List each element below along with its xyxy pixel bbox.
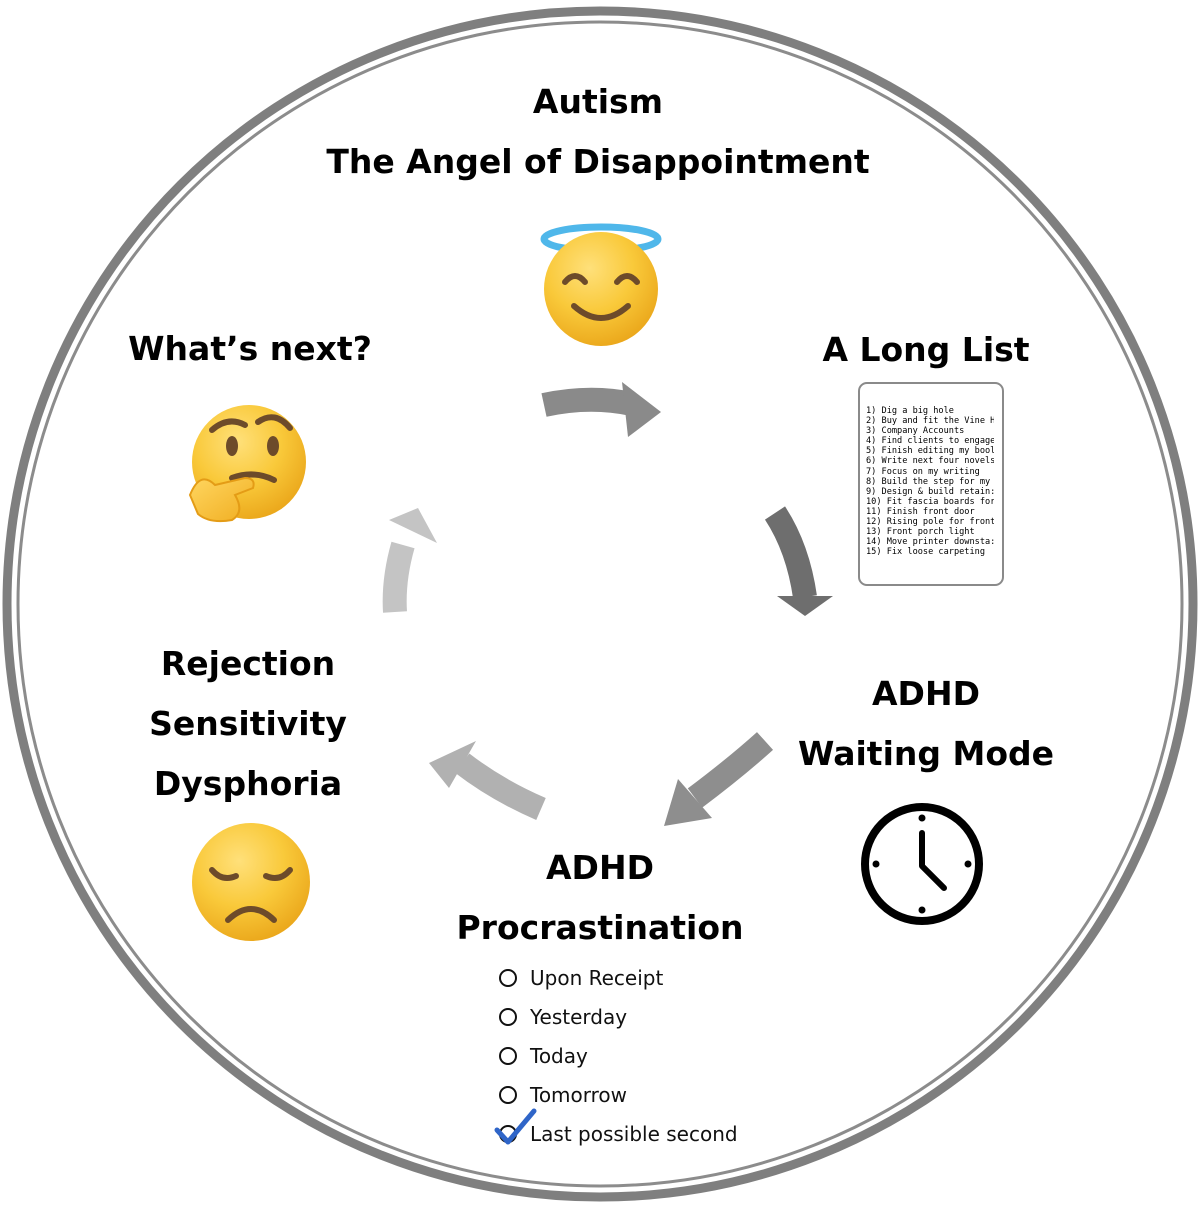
list-item: 11) Finish front door (866, 506, 975, 517)
procrastination-subtitle: Procrastination (456, 908, 744, 947)
list-item: 1) Dig a big hole (866, 406, 954, 416)
list-item: 13) Front porch light (866, 527, 975, 538)
list-item: 9) Design & build retain: (866, 486, 994, 497)
rsd-line2: Sensitivity (149, 704, 347, 743)
deadline-option[interactable]: Tomorrow (496, 1075, 796, 1114)
deadline-option[interactable]: Today (496, 1036, 796, 1075)
list-item: 14) Move printer downsta: (866, 537, 994, 548)
deadline-option-label: Tomorrow (530, 1082, 628, 1107)
cycle-arrow-bottom-right (664, 732, 774, 826)
rsd-line1: Rejection (160, 644, 336, 683)
whats-next-title: What’s next? (128, 329, 372, 368)
radio-button[interactable] (499, 968, 517, 987)
deadline-option-label: Yesterday (530, 1004, 628, 1029)
outer-ring (2, 6, 1198, 1202)
list-item: 2) Buy and fit the Vine H (866, 416, 994, 427)
inner-ring (16, 20, 1184, 1188)
deadline-option-label: Last possible second (530, 1121, 738, 1146)
autism-subtitle: The Angel of Disappointment (326, 142, 870, 181)
check-mark-icon (494, 1108, 537, 1145)
deadline-option-label: Today (530, 1043, 588, 1068)
waiting-title: ADHD (872, 674, 980, 713)
cycle-arrow-right (764, 506, 833, 616)
clock-icon (861, 803, 983, 925)
autism-title: Autism (532, 82, 664, 121)
list-item: 4) Find clients to engage (866, 436, 994, 447)
rsd-line3: Dysphoria (153, 764, 343, 803)
disappointed-face-icon (192, 823, 310, 941)
list-item: 7) Focus on my writing (866, 466, 980, 477)
list-item: 10) Fit fascia boards for (866, 496, 994, 507)
deadline-option-label: Upon Receipt (530, 965, 664, 990)
procrastination-title: ADHD (546, 848, 654, 887)
cycle-arrow-left (382, 508, 437, 613)
cycle-arrow-bottom-left (429, 741, 546, 821)
deadline-option[interactable]: Yesterday (496, 997, 796, 1036)
deadline-option[interactable]: Upon Receipt (496, 958, 796, 997)
deadline-option[interactable]: Last possible second (494, 1108, 796, 1153)
list-item: 15) Fix loose carpeting (866, 547, 985, 558)
list-item: 3) Company Accounts (866, 426, 965, 437)
list-item: 6) Write next four novels (866, 456, 994, 467)
list-item: 12) Rising pole for front (866, 517, 994, 528)
long-list-title: A Long List (822, 330, 1030, 369)
list-item: 8) Build the step for my (866, 476, 991, 487)
thinking-face-icon (188, 405, 306, 523)
cycle-arrow-top (541, 382, 661, 437)
radio-button[interactable] (499, 1085, 517, 1104)
smiling-face-with-halo-icon (540, 223, 662, 346)
radio-button[interactable] (499, 1007, 517, 1026)
waiting-subtitle: Waiting Mode (797, 734, 1054, 773)
radio-button[interactable] (499, 1046, 517, 1065)
list-item: 5) Finish editing my bool (866, 446, 994, 457)
